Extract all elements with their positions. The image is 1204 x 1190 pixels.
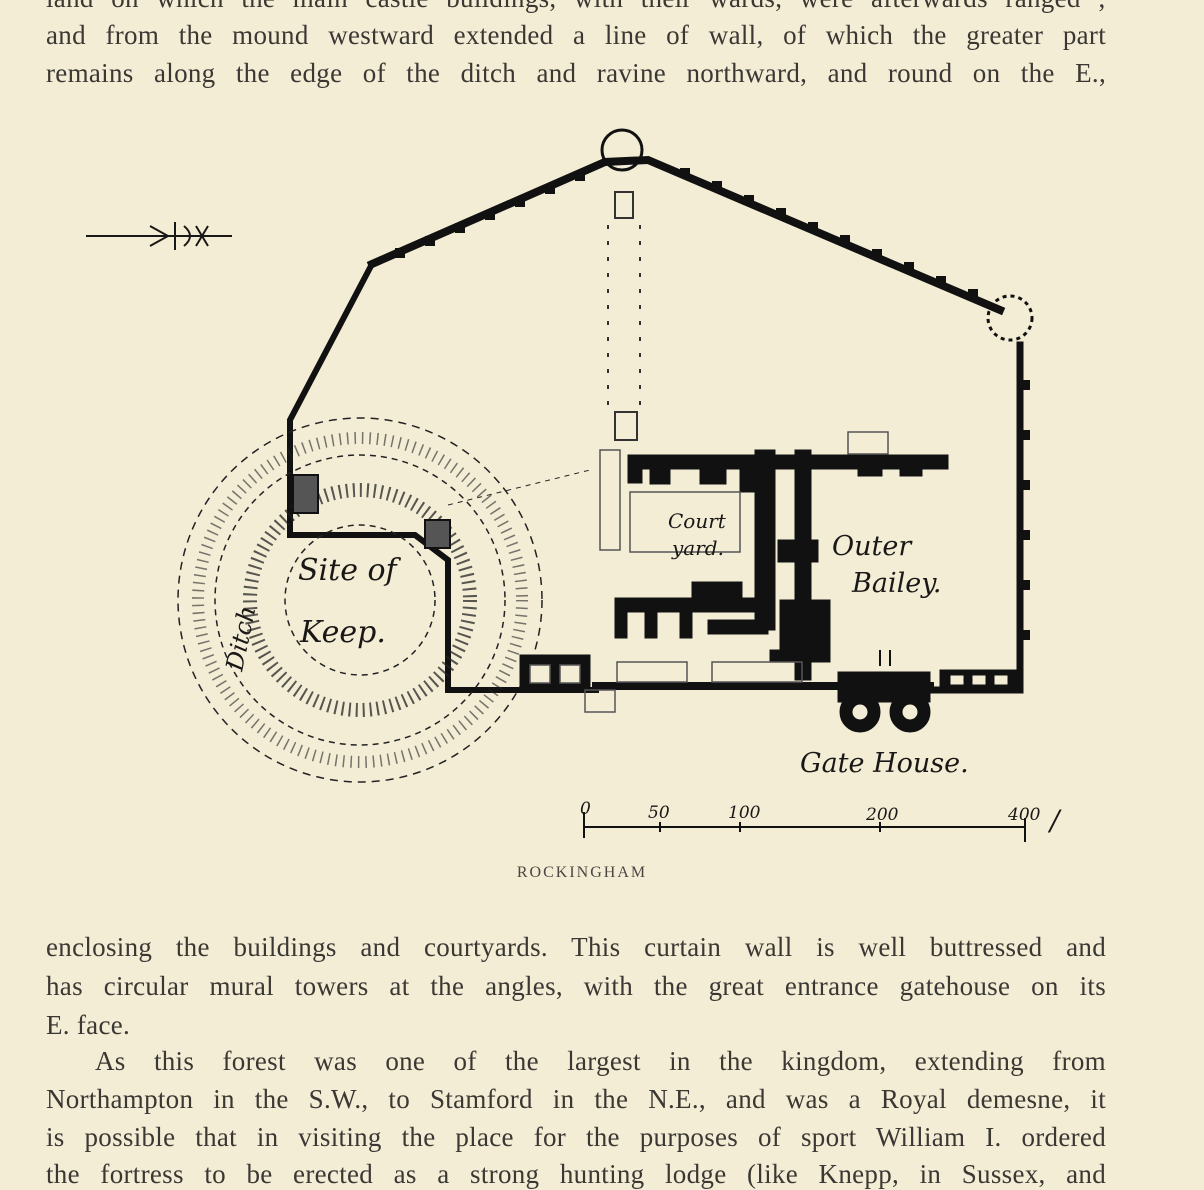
scale-unit-mark: / bbox=[1047, 804, 1062, 837]
text-line: is possible that in visiting the place f… bbox=[46, 1122, 1106, 1152]
north-arrow bbox=[86, 222, 232, 250]
text-line: enclosing the buildings and courtyards. … bbox=[46, 932, 1106, 962]
courtyard-label: yard. bbox=[671, 536, 724, 560]
castle-plan: Site of Keep. Ditch Court bbox=[86, 128, 1062, 842]
text-line: the fortress to be erected as a strong h… bbox=[46, 1159, 1106, 1189]
text-line: and from the mound westward extended a l… bbox=[46, 20, 1106, 50]
scale-ticks: 0 50 100 200 400 / bbox=[580, 799, 1062, 837]
scale-tick-label: 0 bbox=[580, 799, 591, 819]
gatehouse bbox=[837, 650, 1021, 733]
text-line: E. face. bbox=[46, 1010, 131, 1040]
gatehouse-label: Gate House. bbox=[800, 748, 969, 779]
scale-tick-label: 200 bbox=[865, 805, 899, 825]
scale-tick-label: 50 bbox=[648, 803, 670, 823]
text-line: land on which the main castle buildings,… bbox=[46, 0, 1106, 14]
scale-tick-label: 100 bbox=[728, 803, 761, 823]
courtyard-label: Court bbox=[668, 509, 727, 533]
scale-bar bbox=[583, 812, 1026, 842]
north-passage bbox=[607, 191, 641, 441]
text-line: remains along the edge of the ditch and … bbox=[46, 58, 1106, 88]
inner-building-outlines bbox=[529, 431, 889, 713]
figure-caption: ROCKINGHAM bbox=[516, 864, 648, 881]
text-line: As this forest was one of the largest in… bbox=[95, 1046, 1106, 1076]
ditch-label: Ditch bbox=[220, 603, 261, 674]
outer-bailey-label: Bailey. bbox=[851, 568, 941, 599]
scale-tick-label: 400 bbox=[1007, 805, 1041, 825]
wall-buttresses bbox=[395, 168, 1030, 640]
keep-mound bbox=[177, 417, 591, 783]
site-of-keep-label: Keep. bbox=[299, 615, 386, 650]
text-line: Northampton in the S.W., to Stamford in … bbox=[46, 1084, 1106, 1114]
mural-towers bbox=[600, 128, 1034, 342]
site-of-keep-label: Site of bbox=[298, 553, 402, 588]
outer-bailey-label: Outer bbox=[832, 531, 913, 562]
text-line: has circular mural towers at the angles,… bbox=[46, 971, 1106, 1001]
inner-buildings bbox=[519, 449, 949, 692]
